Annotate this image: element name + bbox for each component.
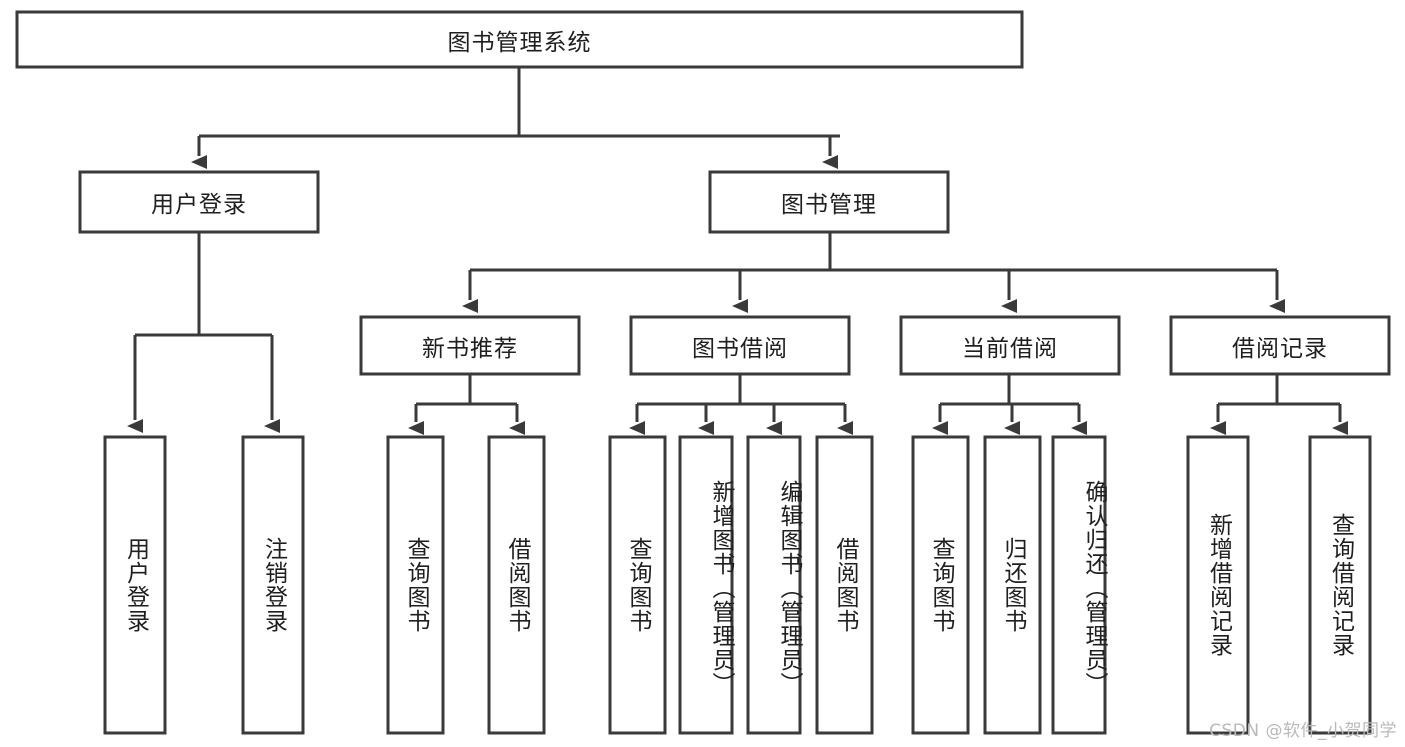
node-box-leaf-query-book-borrow[interactable] [608,435,667,735]
node-box-leaf-borrow-book-rec[interactable] [487,435,546,735]
node-box-leaf-query-borrow-record[interactable] [1308,435,1372,735]
node-box-leaf-query-book-current[interactable] [911,435,970,735]
node-box-new-book-recommend[interactable] [359,315,581,376]
connector-root-to-level2 [191,67,840,169]
node-box-leaf-add-borrow-record[interactable] [1186,435,1250,735]
connector-new-book-rec-to-leaves [408,374,525,435]
node-box-leaf-add-book-admin[interactable] [678,435,734,735]
connector-book-mgmt-to-level3 [462,232,1285,313]
connector-borrow-record-to-leaves [1210,374,1348,435]
node-box-leaf-user-login[interactable] [103,435,167,735]
node-box-user-login[interactable] [78,170,320,234]
node-box-leaf-confirm-return-admin[interactable] [1051,435,1107,735]
node-box-leaf-query-book-rec[interactable] [386,435,445,735]
connector-current-borrow-to-leaves [932,374,1087,435]
node-box-leaf-edit-book-admin[interactable] [746,435,802,735]
node-box-leaf-borrow-book[interactable] [815,435,874,735]
node-box-book-management[interactable] [708,170,950,234]
node-box-borrow-record[interactable] [1169,315,1391,376]
node-box-current-borrow[interactable] [899,315,1121,376]
node-box-leaf-return-book[interactable] [983,435,1042,735]
connector-book-borrow-to-leaves [629,374,853,435]
node-box-root[interactable] [15,10,1024,69]
connector-user-login-to-leaves [127,232,280,433]
node-box-leaf-logout-login[interactable] [241,435,305,735]
node-box-book-borrow[interactable] [629,315,851,376]
